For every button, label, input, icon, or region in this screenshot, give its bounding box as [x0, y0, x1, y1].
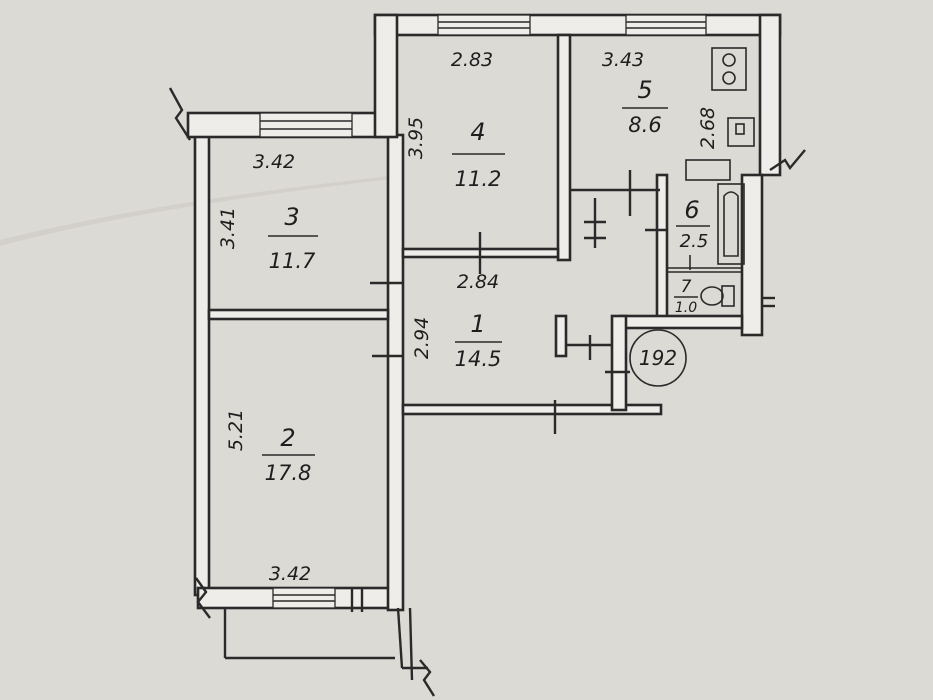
toilet-icon	[700, 285, 735, 307]
wall-top-outer	[373, 13, 782, 37]
room-number: 6	[684, 196, 699, 224]
room-number: 2	[280, 424, 295, 452]
wall-right-outer	[758, 13, 782, 177]
room-area: 17.8	[265, 461, 312, 485]
room-area: 14.5	[455, 347, 502, 371]
room-number: 4	[470, 118, 485, 146]
break-marks	[168, 87, 806, 697]
wall-right-lower	[740, 173, 764, 337]
dim-r1-width: 2.84	[457, 271, 499, 293]
dim-r4-width: 2.83	[451, 49, 493, 71]
dim-r5-height: 2.68	[697, 107, 719, 149]
room-number: 1	[470, 310, 485, 338]
room-area: 2.5	[680, 231, 709, 252]
dim-r2-width: 3.42	[269, 563, 311, 585]
room-area: 11.7	[269, 249, 316, 273]
room-area: 8.6	[628, 113, 661, 137]
door-ticks	[350, 170, 667, 612]
dim-r1-height: 2.94	[411, 317, 433, 359]
dim-r3-height: 3.41	[217, 207, 239, 249]
window-r5	[625, 14, 707, 36]
window-r2	[272, 587, 336, 609]
room-label-r7: 7 1.0	[674, 277, 698, 316]
window-r3	[259, 112, 353, 138]
room-label-r1: 1 14.5	[455, 310, 502, 371]
sink-icon	[727, 117, 755, 147]
room-label-r2: 2 17.8	[262, 424, 315, 485]
lower-stubs	[223, 607, 428, 681]
dim-r4-height: 3.95	[405, 117, 427, 159]
room-number: 7	[681, 277, 692, 297]
wall-r3-r2	[207, 308, 390, 321]
apartment-number-text: 192	[639, 346, 677, 370]
room-label-r6: 6 2.5	[676, 196, 710, 252]
bathtub-icon	[717, 183, 745, 265]
stove-icon	[711, 47, 747, 91]
room-label-r4: 4 11.2	[452, 118, 505, 191]
room-area: 11.2	[455, 167, 502, 191]
apartment-number-badge: 192	[629, 329, 687, 387]
pipe-icon	[762, 296, 775, 308]
wall-hall-stub	[554, 314, 568, 358]
wall-left-outer	[193, 133, 211, 597]
wall-bath-bottom	[618, 314, 744, 330]
room-label-r3: 3 11.7	[268, 203, 318, 273]
bath-partition	[667, 255, 742, 273]
room-label-r5: 5 8.6	[622, 76, 668, 137]
room-area: 1.0	[675, 300, 697, 316]
wall-hall-right	[610, 314, 628, 412]
wall-hall-bottom	[401, 403, 663, 416]
room-number: 5	[637, 76, 652, 104]
kitchen-counter	[685, 159, 731, 181]
paper-fold	[0, 175, 400, 246]
wall-top-left	[373, 13, 399, 139]
dim-r2-height: 5.21	[225, 409, 247, 451]
wall-center-vertical	[386, 133, 405, 612]
room-number: 3	[284, 203, 299, 231]
wall-bath-left	[655, 173, 669, 327]
window-r4	[437, 14, 531, 36]
dim-r3-width: 3.42	[253, 151, 295, 173]
dim-r5-width: 3.43	[602, 49, 644, 71]
wall-r4-r5	[556, 33, 572, 262]
